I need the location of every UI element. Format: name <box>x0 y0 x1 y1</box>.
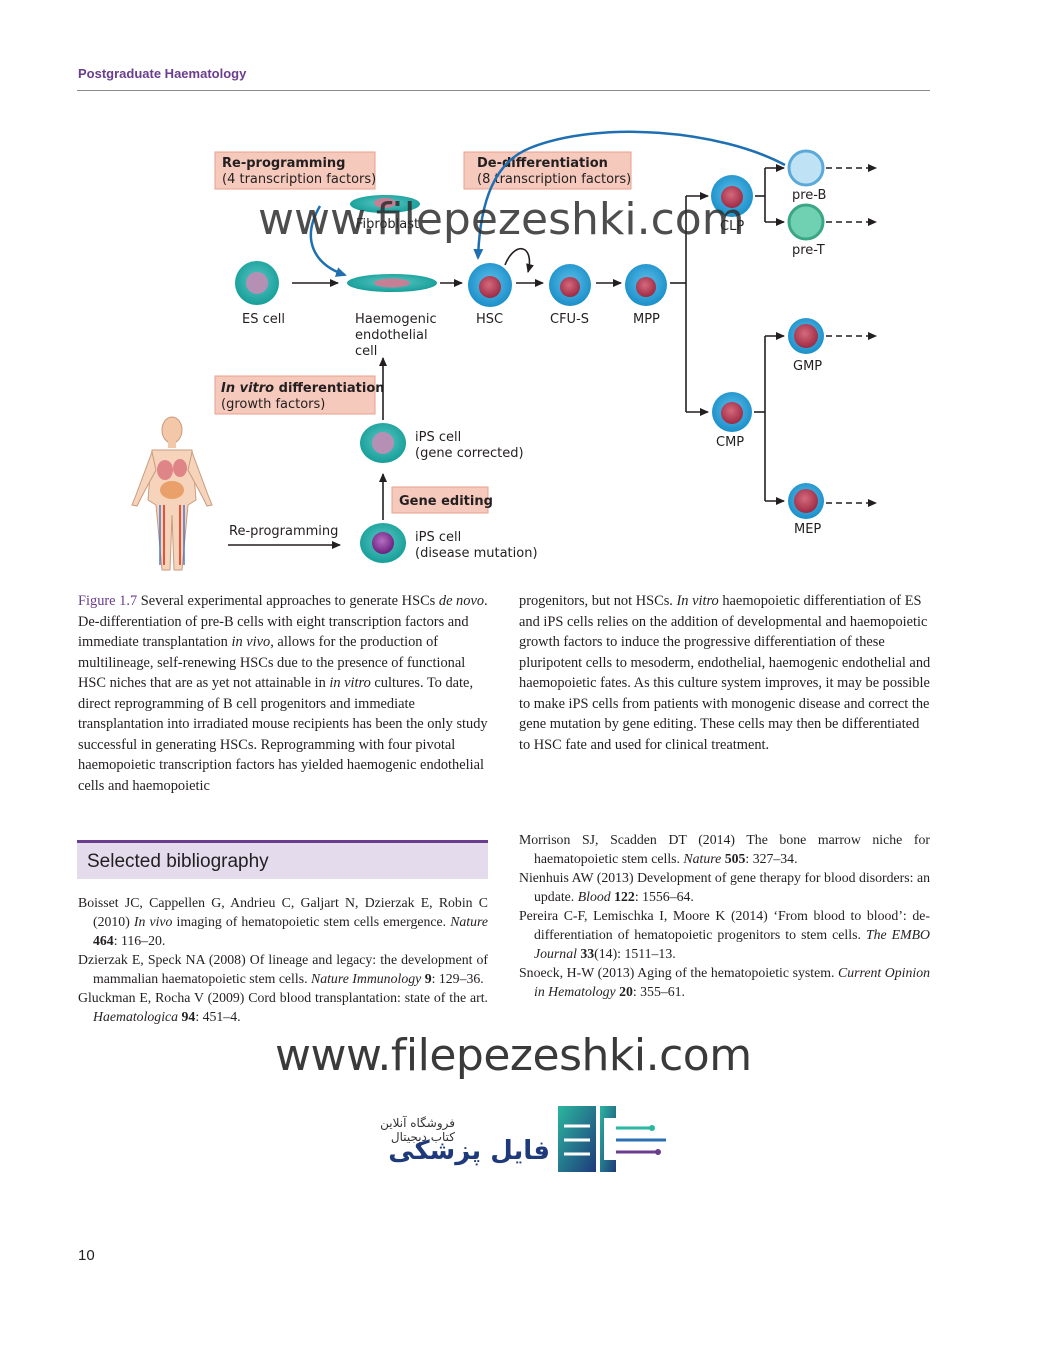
reference-item: Boisset JC, Cappellen G, Andrieu C, Galj… <box>78 895 489 948</box>
figure-label: Figure 1.7 <box>78 593 138 609</box>
gene-editing-title: Gene editing <box>399 494 493 509</box>
in-vitro-italic: In vitro <box>221 381 274 396</box>
es-cell-label: ES cell <box>242 312 285 327</box>
in-vitro-box: In vitro differentiation (growth factors… <box>214 375 385 415</box>
pre-b-cell <box>787 149 825 187</box>
haemogenic-endothelial-cell <box>347 274 437 292</box>
gmp-cell <box>788 318 824 354</box>
fibroblast-label: Fibroblast <box>356 217 419 232</box>
bottom-watermark: www.filepezeshki.com <box>275 1030 752 1081</box>
self-renewal-arrow <box>504 247 534 273</box>
caption-text-1: Several experimental approaches to gener… <box>137 593 439 609</box>
caption-text-2: . De-differentiation of pre-B cells with… <box>78 593 488 650</box>
clp-label: CLP <box>720 219 744 234</box>
bibliography-heading-box: Selected bibliography <box>77 840 488 879</box>
clp-cell <box>711 175 753 217</box>
dedifferentiation-curve-arrow <box>473 130 786 260</box>
references-left-column: Boisset JC, Cappellen G, Andrieu C, Galj… <box>78 893 488 1026</box>
references-right-column: Morrison SJ, Scadden DT (2014) The bone … <box>519 830 930 1001</box>
caption-text-3: , allows for the production of multiline… <box>78 634 466 691</box>
reprogramming-arrow-label: Re-programming <box>229 524 338 539</box>
pre-b-label: pre-B <box>792 188 826 203</box>
reprogramming-box: Re-programming (4 transcription factors) <box>214 151 376 190</box>
haemogenic-label-2: endothelial <box>355 328 428 343</box>
reference-item: Gluckman E, Rocha V (2009) Cord blood tr… <box>78 990 488 1024</box>
header-rule <box>77 90 930 91</box>
mpp-cell <box>625 264 667 306</box>
caption-italic-1: de novo <box>438 593 485 609</box>
pre-t-cell <box>787 203 825 241</box>
page-number: 10 <box>78 1247 95 1264</box>
cmp-cell <box>712 392 752 432</box>
in-vitro-rest: differentiation <box>274 381 384 396</box>
reprogramming-title: Re-programming <box>222 156 345 171</box>
gene-editing-box: Gene editing <box>391 486 493 514</box>
hsc-label: HSC <box>476 312 503 327</box>
haemogenic-label-3: cell <box>355 344 377 359</box>
gmp-label: GMP <box>793 359 822 374</box>
reference-item: Pereira C-F, Lemischka I, Moore K (2014)… <box>519 908 930 961</box>
cfus-label: CFU-S <box>550 312 589 327</box>
dedifferentiation-box: De-differentiation (8 transcription fact… <box>463 151 632 190</box>
logo-name: فایل پزشکی <box>388 1136 550 1166</box>
mep-label: MEP <box>794 522 821 537</box>
reference-item: Dzierzak E, Speck NA (2008) Of lineage a… <box>78 952 488 986</box>
site-logo: فروشگاه آنلاین کتاب دیجیتال فایل پزشکی <box>360 1100 680 1180</box>
ips-corrected-label-1: iPS cell <box>415 430 461 445</box>
fibroblast-cell <box>350 195 420 213</box>
caption-italic-3: in vitro <box>329 675 371 691</box>
reference-item: Snoeck, H-W (2013) Aging of the hematopo… <box>519 965 931 999</box>
dedifferentiation-subtitle: (8 transcription factors) <box>477 172 631 187</box>
reprogramming-curve-arrow <box>309 205 347 277</box>
hsc-cell <box>468 263 512 307</box>
mpp-label: MPP <box>633 312 660 327</box>
es-cell <box>235 261 279 305</box>
ips-disease-label-1: iPS cell <box>415 530 461 545</box>
cmp-label: CMP <box>716 435 744 450</box>
cfus-cell <box>549 264 591 306</box>
ips-corrected-label-2: (gene corrected) <box>415 446 524 461</box>
ips-gene-corrected-cell <box>360 423 406 463</box>
svg-text:In vitro differentiation: In vitro differentiation <box>221 381 385 396</box>
reference-item: Morrison SJ, Scadden DT (2014) The bone … <box>519 832 930 866</box>
caption-italic-2: in vivo <box>231 634 271 650</box>
in-vitro-subtitle: (growth factors) <box>221 397 325 412</box>
ips-disease-mutation-cell <box>360 523 406 563</box>
bibliography-title: Selected bibliography <box>87 851 269 872</box>
logo-circuit-icon <box>558 1106 666 1172</box>
haemogenic-label-1: Haemogenic <box>355 312 437 327</box>
human-body-illustration <box>131 416 213 571</box>
ips-disease-label-2: (disease mutation) <box>415 546 538 561</box>
caption-text-4: cultures. To date, direct reprogramming … <box>78 675 488 794</box>
dedifferentiation-title: De-differentiation <box>477 156 608 171</box>
running-header: Postgraduate Haematology <box>78 66 247 81</box>
figure-watermark: www.filepezeshki.com <box>258 194 745 245</box>
caption-right-text-1: progenitors, but not HSCs. <box>519 593 677 609</box>
caption-right-text-2: haemopoietic differentiation of ES and i… <box>519 593 931 753</box>
logo-tagline: فروشگاه آنلاین کتاب دیجیتال <box>380 1116 455 1144</box>
figure-caption-left: Figure 1.7 Several experimental approach… <box>78 591 488 796</box>
figure-caption-right: progenitors, but not HSCs. In vitro haem… <box>519 591 933 755</box>
figure-diagram: Re-programming (4 transcription factors)… <box>131 130 877 571</box>
reference-item: Nienhuis AW (2013) Development of gene t… <box>519 870 930 904</box>
pre-t-label: pre-T <box>792 243 825 258</box>
mep-cell <box>788 483 824 519</box>
reprogramming-subtitle: (4 transcription factors) <box>222 172 376 187</box>
caption-right-italic-1: In vitro <box>676 593 719 609</box>
